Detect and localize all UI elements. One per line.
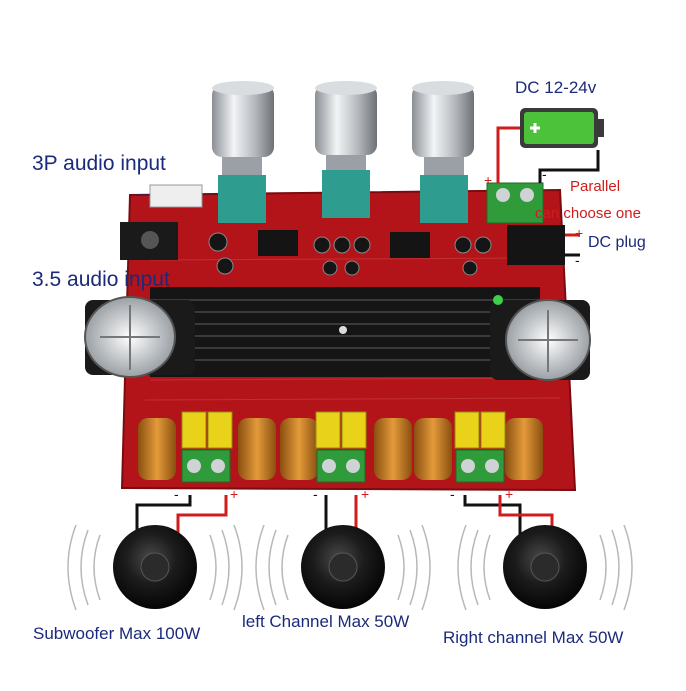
speaker-terminals	[181, 449, 505, 483]
terminal-minus-label: -	[542, 166, 547, 182]
sub-plus-label: +	[230, 486, 239, 502]
right-plus-label: +	[505, 486, 514, 502]
choose-one-label: can choose one	[535, 205, 641, 222]
3p-audio-input-label: 3P audio input	[32, 152, 166, 175]
3p-audio-connector	[149, 184, 203, 208]
inductor-row	[138, 418, 543, 480]
dc-voltage-label: DC 12-24v	[515, 78, 597, 97]
left-plus-label: +	[361, 486, 370, 502]
knob-2	[315, 81, 377, 218]
right-channel-label: Right channel Max 50W	[443, 628, 624, 647]
sound-wave-icon	[67, 524, 633, 611]
plug-minus-label: -	[575, 252, 580, 268]
op-amp-chip-2	[390, 232, 430, 258]
left-channel-label: left Channel Max 50W	[242, 612, 410, 631]
35-audio-input-label: 3.5 audio input	[32, 268, 170, 291]
plug-plus-label: +	[575, 225, 584, 241]
dc-plug-label: DC plug	[588, 234, 646, 251]
right-minus-label: -	[450, 486, 455, 502]
capacitor-left	[84, 296, 195, 378]
speaker-icon	[113, 525, 197, 609]
left-minus-label: -	[313, 486, 318, 502]
op-amp-chip-1	[258, 230, 298, 256]
dc-screw-terminal	[486, 182, 544, 224]
speaker-icon	[503, 525, 587, 609]
capacitor-right	[490, 299, 591, 381]
battery-icon	[520, 108, 604, 148]
heatsink	[150, 287, 540, 377]
parallel-label: Parallel	[570, 178, 621, 195]
film-capacitors	[181, 411, 506, 449]
subwoofer-label: Subwoofer Max 100W	[33, 624, 201, 643]
speaker-icon	[301, 525, 385, 609]
knob-1	[212, 81, 274, 223]
sub-minus-label: -	[174, 486, 179, 502]
dc-plug-jack	[507, 225, 565, 265]
terminal-plus-label: +	[484, 172, 493, 188]
knob-3	[412, 81, 474, 223]
